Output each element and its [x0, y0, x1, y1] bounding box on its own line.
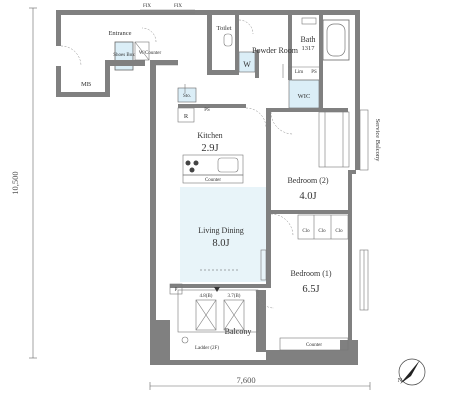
counter-label-kitchen: Counter [205, 178, 221, 183]
kitchen-size-label: 2.9J [201, 143, 218, 154]
clo-label-2: Clo [318, 229, 326, 234]
compass-needle-icon [400, 360, 420, 384]
service-balcony-label: Service Balcony [374, 119, 381, 163]
bedroom1-label: Bedroom (1) [290, 269, 331, 278]
p-label: P [175, 288, 178, 293]
entrance-label: Entrance [108, 30, 131, 37]
fix-label-1: FIX [143, 4, 151, 9]
compass-ring [398, 358, 426, 386]
wcounter-label: W/Counter [139, 51, 162, 56]
lim-label: Lim [295, 70, 303, 75]
balcony-label: Balcony [225, 327, 252, 336]
height-dimension: 10,500 [10, 171, 20, 194]
kitchen-label: Kitchen [197, 131, 222, 140]
bedroom2-label: Bedroom (2) [287, 176, 328, 185]
stove-icon [185, 160, 199, 173]
fixture-lines [134, 9, 369, 351]
outdoor-unit-a-label: 4.8(B) [200, 294, 213, 299]
bedroom1-size-label: 6.5J [302, 284, 319, 295]
outdoor-unit-b-label: 3.7(B) [228, 294, 241, 299]
living-dining-label: Living Dining [198, 226, 244, 235]
sto-label: Sto. [183, 94, 191, 99]
ladder-label: Ladder (2F) [195, 346, 219, 351]
ps-label-kitchen: PS [204, 108, 210, 113]
clo-label-3: Clo [335, 229, 343, 234]
width-dimension: 7,600 [236, 375, 255, 385]
r-label: R [184, 113, 189, 120]
living-arrow-icon [214, 287, 220, 292]
compass-label: N [398, 377, 403, 384]
powder-room-label: Powder Room [252, 46, 299, 55]
bedroom2-size-label: 4.0J [299, 191, 316, 202]
shoes-box-label: Shoes Box [113, 53, 135, 58]
toilet-label: Toilet [216, 25, 231, 32]
living-dining-floor [180, 187, 266, 282]
compass: N [398, 358, 426, 386]
bath-size-label: 1317 [302, 45, 316, 52]
counter-label-bedroom: Counter [306, 343, 322, 348]
bath-label: Bath [300, 35, 315, 44]
door-swings [60, 19, 294, 309]
wic-label: WIC [298, 93, 311, 100]
mb-label: MB [81, 81, 92, 88]
living-dining-size-label: 8.0J [212, 238, 229, 249]
wic-fill [288, 79, 320, 109]
dimension-lines [29, 7, 371, 390]
sto-fill [177, 87, 197, 103]
fix-label-2: FIX [174, 4, 182, 9]
ps-label-wic: PS [311, 70, 317, 75]
clo-label-1: Clo [302, 229, 310, 234]
walls [56, 10, 360, 365]
w-label: W [243, 60, 251, 69]
bathtub [326, 23, 346, 57]
